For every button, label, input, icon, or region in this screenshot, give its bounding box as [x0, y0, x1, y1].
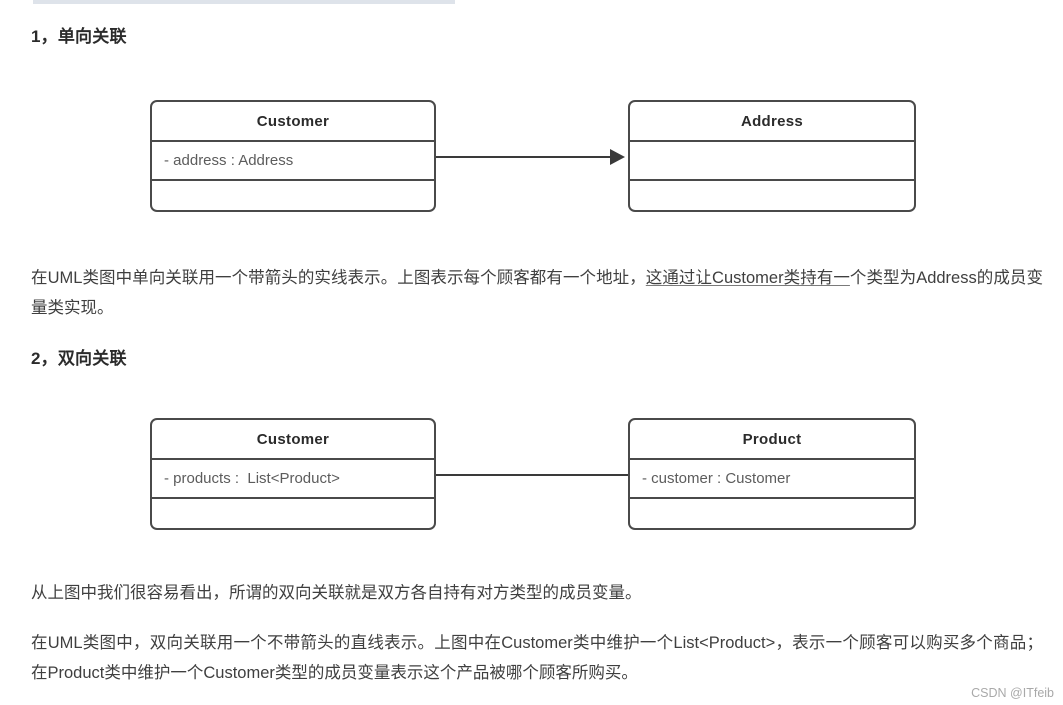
uml-class-operation-row: [152, 181, 434, 210]
uml-class-attribute: - products : List<Product>: [164, 470, 340, 487]
uml-class-attribute-row: - products : List<Product>: [152, 460, 434, 499]
uml-class-attribute-row: [630, 142, 914, 181]
uml-class-customer-1: Customer - address : Address: [150, 100, 436, 212]
uml-class-attribute-row: - address : Address: [152, 142, 434, 181]
paragraph-text-before: 在UML类图中单向关联用一个带箭头的实线表示。上图表示每个顾客都有一个地址，: [31, 269, 646, 287]
watermark-label: CSDN @ITfeib: [971, 686, 1054, 700]
uml-class-name-row: Customer: [152, 102, 434, 142]
uml-class-name-row: Customer: [152, 420, 434, 460]
uml-class-name: Address: [740, 112, 804, 130]
section-heading-2: 2，双向关联: [31, 349, 127, 368]
uml-class-name-row: Product: [630, 420, 914, 460]
association-arrowhead-icon: [610, 149, 625, 165]
uml-class-address: Address: [628, 100, 916, 212]
association-line-unidirectional: [436, 156, 612, 158]
uml-diagram-unidirectional: Customer - address : Address Address: [0, 96, 1063, 216]
top-progress-bar: [33, 0, 455, 4]
uml-class-product: Product - customer : Customer: [628, 418, 916, 530]
uml-class-name: Customer: [256, 430, 330, 448]
paragraph-text-underlined: 这通过让Customer类持有一: [645, 269, 850, 287]
uml-class-name: Product: [742, 430, 802, 448]
uml-class-attribute-row: - customer : Customer: [630, 460, 914, 499]
section-heading-1: 1，单向关联: [31, 27, 127, 46]
uml-class-customer-2: Customer - products : List<Product>: [150, 418, 436, 530]
uml-class-operation-row: [630, 499, 914, 528]
uml-class-operation-row: [152, 499, 434, 528]
association-line-bidirectional: [436, 474, 628, 476]
paragraph-text-after: 个类型为Address的成员变量类实现。: [31, 269, 1043, 317]
uml-class-name: Customer: [256, 112, 330, 130]
uml-diagram-bidirectional: Customer - products : List<Product> Prod…: [0, 414, 1063, 534]
paragraph-bidirectional-description: 在UML类图中，双向关联用一个不带箭头的直线表示。上图中在Customer类中维…: [31, 634, 1043, 682]
uml-class-operation-row: [630, 181, 914, 210]
uml-class-attribute: - customer : Customer: [642, 470, 791, 487]
paragraph-bidirectional-summary: 从上图中我们很容易看出，所谓的双向关联就是双方各自持有对方类型的成员变量。: [31, 584, 642, 602]
uml-class-name-row: Address: [630, 102, 914, 142]
paragraph-unidirectional-description: 在UML类图中单向关联用一个带箭头的实线表示。上图表示每个顾客都有一个地址，这通…: [31, 263, 1043, 323]
uml-class-attribute: - address : Address: [164, 152, 294, 169]
